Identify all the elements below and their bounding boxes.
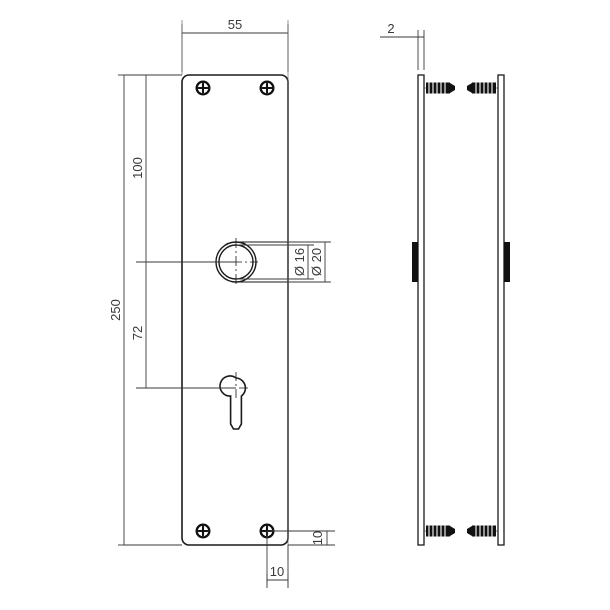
dim-label-top-to-knob: 100: [130, 157, 145, 179]
side-left-plate: [417, 74, 425, 546]
plate-outline: [181, 74, 289, 546]
dim-label-screw-edge-horizontal: 10: [270, 564, 284, 579]
dim-label-knob-to-keyhole: 72: [130, 326, 145, 340]
keyhole-outline: [219, 375, 247, 430]
dimension-labels: 55 250 100 72 Ø 16 Ø 20 10 10 2: [108, 17, 395, 579]
side-views: [412, 74, 510, 546]
screw-top-left: [195, 80, 211, 96]
dimension-lines: [118, 20, 425, 588]
dim-label-thickness: 2: [387, 21, 394, 36]
side-right-screw-bottom: [467, 525, 498, 537]
side-view-left: [412, 74, 455, 546]
dim-label-width: 55: [228, 17, 242, 32]
side-right-screw-top: [467, 82, 498, 94]
dim-label-hole-outer: Ø 20: [309, 248, 324, 276]
side-left-spindle-boss: [412, 242, 418, 282]
screw-bottom-left: [195, 523, 211, 539]
dim-label-height: 250: [108, 299, 123, 321]
side-left-screw-bottom: [424, 525, 455, 537]
dim-label-screw-edge-vertical: 10: [310, 531, 325, 545]
front-view: [181, 74, 289, 546]
side-right-plate: [497, 74, 505, 546]
side-right-spindle-boss: [504, 242, 510, 282]
side-left-screw-top: [424, 82, 455, 94]
screw-top-right: [259, 80, 275, 96]
side-view-right: [467, 74, 510, 546]
dim-label-hole-inner: Ø 16: [292, 248, 307, 276]
